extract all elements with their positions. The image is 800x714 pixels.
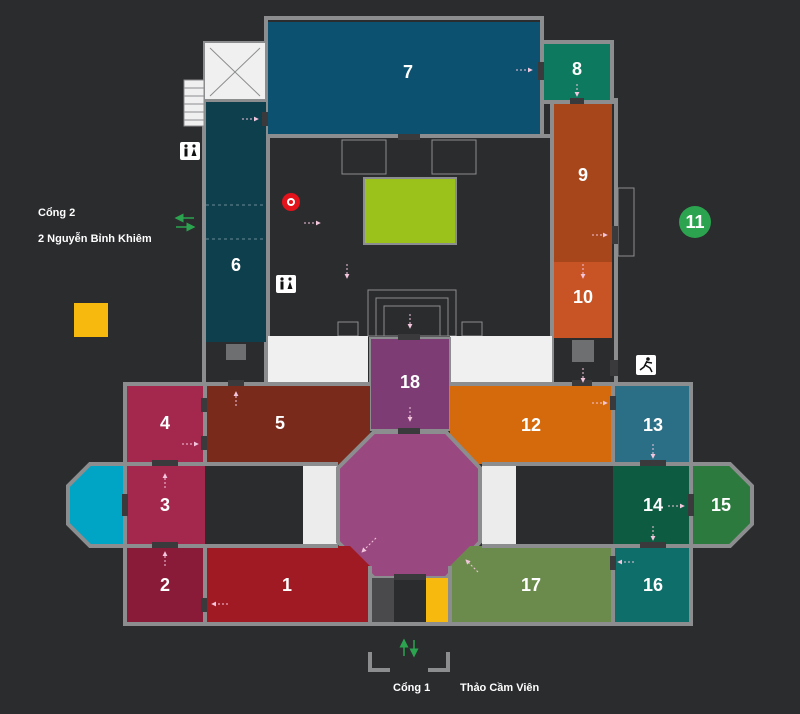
room-17-label: 17 — [521, 575, 541, 595]
west-wing[interactable] — [66, 462, 127, 548]
room-3-label: 3 — [160, 495, 170, 515]
room-2-label: 2 — [160, 575, 170, 595]
gate-2-label: Cổng 2 — [38, 207, 75, 219]
room-5[interactable] — [205, 386, 370, 464]
room-4-label: 4 — [160, 413, 170, 433]
room-14[interactable] — [613, 464, 691, 546]
emergency-exit-icon — [636, 355, 656, 375]
gate-1-entrance — [368, 652, 450, 672]
room-6-label: 6 — [231, 255, 241, 275]
zoo-label: Thảo Cầm Viên — [460, 682, 540, 694]
room-12[interactable] — [450, 386, 613, 464]
entrance-marker — [426, 578, 448, 622]
room-16[interactable] — [613, 546, 689, 622]
yellow-legend-square — [74, 303, 108, 337]
room-18-label: 18 — [400, 372, 420, 392]
room-5-label: 5 — [275, 413, 285, 433]
two-way-arrow-icon — [174, 213, 196, 232]
room-2[interactable] — [127, 546, 205, 622]
room-9[interactable] — [554, 104, 612, 262]
gate-1-label: Cổng 1 — [393, 682, 430, 694]
room-10-label: 10 — [573, 287, 593, 307]
gate-2-address: 2 Nguyễn Bỉnh Khiêm — [38, 232, 152, 245]
room-11-label: 11 — [685, 212, 704, 232]
room-11-badge[interactable]: 11 — [679, 206, 711, 238]
location-marker-icon — [282, 193, 300, 211]
room-15-label: 15 — [711, 495, 731, 515]
room-13-label: 13 — [643, 415, 663, 435]
room-17[interactable] — [450, 546, 613, 622]
room-12-label: 12 — [521, 415, 541, 435]
two-way-arrow-icon — [399, 638, 419, 658]
room-6[interactable] — [206, 102, 266, 342]
room-4[interactable] — [127, 386, 205, 464]
room-14-label: 14 — [643, 495, 663, 515]
room-7-label: 7 — [403, 62, 413, 82]
room-13[interactable] — [613, 386, 689, 464]
central-courtyard — [363, 177, 457, 245]
room-8-label: 8 — [572, 59, 582, 79]
restroom-icon — [180, 142, 200, 160]
room-1-label: 1 — [282, 575, 292, 595]
visitor-flow-arrows — [162, 67, 685, 607]
room-16-label: 16 — [643, 575, 663, 595]
room-7[interactable] — [268, 22, 540, 134]
room-18[interactable] — [369, 337, 451, 431]
restroom-icon — [276, 275, 296, 293]
stairwell-top-left — [183, 41, 267, 127]
room-9-label: 9 — [578, 165, 588, 185]
room-1[interactable] — [205, 546, 370, 622]
